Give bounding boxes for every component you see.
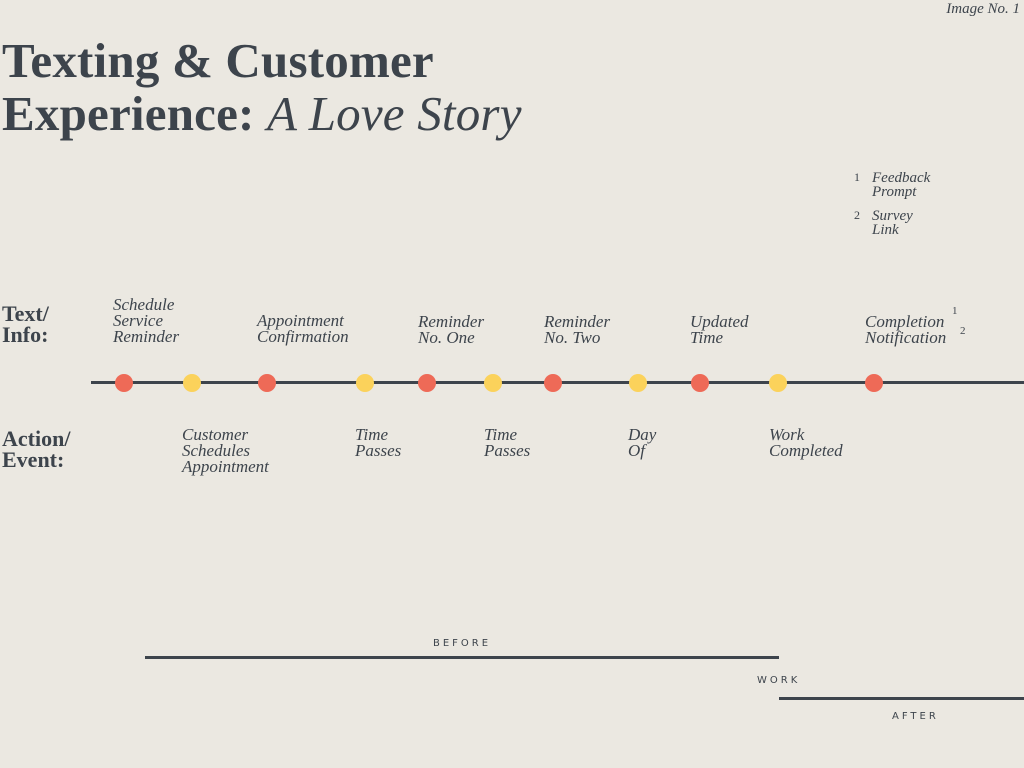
image-number: Image No. 1 xyxy=(946,1,1020,17)
label-line: Time xyxy=(355,425,389,444)
label-line: Reminder xyxy=(113,327,180,346)
text-info-label: Schedule Service Reminder xyxy=(113,295,180,346)
label-line: Passes xyxy=(484,441,531,460)
label-line: Time xyxy=(690,328,724,347)
phase-before-bar xyxy=(145,656,779,659)
title-line-1: Texting & Customer xyxy=(2,33,434,88)
footnote-text-line: Prompt xyxy=(872,184,917,200)
action-event-label: Time Passes xyxy=(484,425,531,460)
label-line: Time xyxy=(484,425,518,444)
text-info-dot xyxy=(258,374,276,392)
row-label-line: Action/ xyxy=(2,426,71,451)
label-line: Schedule xyxy=(113,295,175,314)
text-info-label: Updated Time xyxy=(690,312,749,347)
label-line: Appointment xyxy=(182,457,269,476)
action-event-dot xyxy=(484,374,502,392)
text-info-label: Reminder No. Two xyxy=(544,312,611,347)
action-event-label: Time Passes xyxy=(355,425,402,460)
action-event-dot xyxy=(183,374,201,392)
text-info-dot xyxy=(115,374,133,392)
label-line: Reminder xyxy=(544,312,611,331)
action-event-label: Day Of xyxy=(628,425,657,460)
footnote-ref-1: 1 xyxy=(952,305,958,317)
phase-work-label: WORK xyxy=(757,675,801,686)
label-line: Confirmation xyxy=(257,327,349,346)
text-info-dot xyxy=(418,374,436,392)
label-line: No. Two xyxy=(544,328,601,347)
phase-after-bar xyxy=(779,697,1024,700)
label-line: Completed xyxy=(769,441,843,460)
label-line: Completion xyxy=(865,312,945,331)
label-line: Work xyxy=(769,425,805,444)
row-label-line: Event: xyxy=(2,447,65,472)
footnote-ref-2: 2 xyxy=(960,325,966,337)
phase-after-label: AFTER xyxy=(892,711,939,722)
text-info-label: Completion Notification xyxy=(865,312,947,347)
row-label-line: Text/ xyxy=(2,301,49,326)
action-event-label: Work Completed xyxy=(769,425,843,460)
footnote-text-line: Survey xyxy=(872,208,913,224)
action-event-label: Customer Schedules Appointment xyxy=(182,425,269,476)
label-line: Schedules xyxy=(182,441,250,460)
label-line: Day xyxy=(628,425,657,444)
footnote-number: 1 xyxy=(854,170,860,184)
text-info-dot xyxy=(544,374,562,392)
label-line: Service xyxy=(113,311,164,330)
label-line: Reminder xyxy=(418,312,485,331)
label-line: Updated xyxy=(690,312,749,331)
text-info-dot xyxy=(691,374,709,392)
footnote-text-line: Feedback xyxy=(872,170,931,186)
label-line: Appointment xyxy=(257,311,344,330)
action-event-dot xyxy=(356,374,374,392)
label-line: No. One xyxy=(418,328,475,347)
action-event-dot xyxy=(769,374,787,392)
footnote-text: Feedback Prompt xyxy=(872,170,931,200)
label-line: Passes xyxy=(355,441,402,460)
page-title: Texting & Customer Experience: A Love St… xyxy=(2,34,522,140)
action-event-dot xyxy=(629,374,647,392)
footnote-text-line: Link xyxy=(872,222,899,238)
text-info-label: Appointment Confirmation xyxy=(257,311,349,346)
row-label-line: Info: xyxy=(2,322,49,347)
footnote-text: Survey Link xyxy=(872,208,913,238)
label-line: Notification xyxy=(865,328,947,347)
title-subtitle: A Love Story xyxy=(267,86,522,141)
text-info-label: Reminder No. One xyxy=(418,312,485,347)
footnote-number: 2 xyxy=(854,208,860,222)
text-info-dot xyxy=(865,374,883,392)
phase-before-label: BEFORE xyxy=(433,638,492,649)
action-event-row-label: Action/ Event: xyxy=(2,426,71,472)
title-line-2: Experience: xyxy=(2,86,255,141)
text-info-row-label: Text/ Info: xyxy=(2,301,49,347)
label-line: Customer xyxy=(182,425,249,444)
label-line: Of xyxy=(628,441,645,460)
